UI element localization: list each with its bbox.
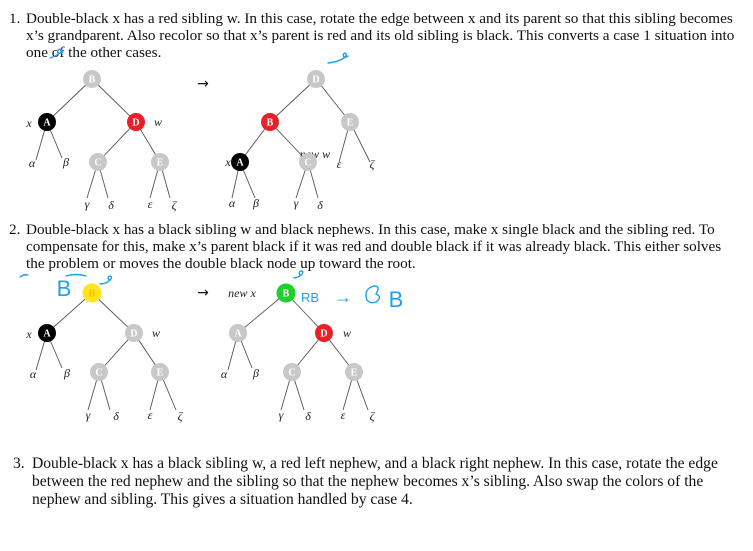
fig2-left-epsilon: ε — [148, 408, 153, 422]
case-1-number: 1. — [9, 10, 21, 27]
case-2-paragraph: 2. Double-black x has a black sibling w … — [9, 221, 737, 272]
figure-1-edges — [35, 78, 371, 199]
fig1-left-gamma: γ — [85, 197, 90, 211]
fig2-right-w-label: w — [343, 326, 351, 340]
fig2-left-beta: β — [63, 366, 70, 380]
fig2-right-node-b: B — [276, 283, 296, 303]
fig2-left-node-e: E — [151, 363, 169, 381]
fig1-right-node-c-label: C — [304, 158, 311, 169]
fig2-right-node-e: E — [345, 363, 363, 381]
fig2-left-node-d-label: D — [130, 329, 137, 340]
fig2-left-zeta: ζ — [178, 409, 184, 423]
fig1-left-node-d: D — [127, 113, 145, 131]
fig1-right-node-e: E — [341, 113, 359, 131]
case-1-text: Double-black x has a red sibling w. In t… — [26, 10, 735, 61]
fig2-left-gamma: γ — [86, 408, 91, 422]
fig1-right-beta: β — [252, 196, 259, 210]
fig1-right-node-d: D — [307, 70, 325, 88]
fig2-left-node-b-label: B — [89, 289, 96, 300]
fig1-left-w-label: w — [154, 115, 162, 129]
fig2-left-node-c: C — [90, 363, 108, 381]
case-2-text: Double-black x has a black sibling w and… — [26, 221, 722, 272]
fig1-left-node-b-label: B — [89, 75, 96, 86]
fig2-left-node-c-label: C — [95, 368, 102, 379]
fig1-left-delta: δ — [108, 198, 114, 212]
case-3-paragraph: 3. Double-black x has a black sibling w,… — [13, 455, 745, 509]
fig1-left-node-a-label: A — [43, 118, 51, 129]
fig2-right-alpha: α — [221, 367, 228, 381]
handwritten-rb: RB — [301, 290, 319, 305]
fig2-left-node-a-label: A — [43, 329, 51, 340]
handwritten-b-left: B — [57, 276, 72, 301]
case-3-text: Double-black x has a black sibling w, a … — [32, 455, 718, 508]
fig2-right-delta: δ — [305, 409, 311, 423]
fig2-right-epsilon: ε — [341, 408, 346, 422]
fig2-right-node-a-label: A — [234, 329, 242, 340]
fig1-left-node-d-label: D — [132, 118, 139, 129]
fig1-left-x-label: x — [25, 116, 32, 130]
fig2-left-node-d: D — [125, 324, 143, 342]
fig1-right-zeta: ζ — [370, 157, 376, 171]
fig1-right-gamma: γ — [294, 196, 299, 210]
fig1-right-node-e-label: E — [347, 118, 354, 129]
fig1-right-node-b: B — [261, 113, 279, 131]
fig2-left-delta: δ — [113, 409, 119, 423]
fig2-right-node-b-label: B — [283, 289, 290, 300]
fig1-transform-arrow: → — [197, 76, 209, 92]
fig2-right-node-d-label: D — [320, 329, 327, 340]
fig1-right-delta: δ — [317, 198, 323, 212]
fig1-right-node-d-label: D — [312, 75, 319, 86]
handwritten-marks — [19, 48, 381, 304]
fig1-right-node-a-label: A — [236, 158, 244, 169]
fig1-right-alpha: α — [229, 196, 236, 210]
case-3-number: 3. — [13, 455, 25, 472]
handwritten-arrow: → — [334, 287, 352, 307]
fig2-right-node-c: C — [283, 363, 301, 381]
fig1-left-node-c: C — [89, 153, 107, 171]
fig1-right-x-label: x — [224, 155, 231, 169]
fig1-right-epsilon: ε — [337, 157, 342, 171]
fig2-right-gamma: γ — [279, 408, 284, 422]
fig1-left-node-c-label: C — [94, 158, 101, 169]
fig1-right-node-b-label: B — [267, 118, 274, 129]
fig1-left-node-a: A — [38, 113, 56, 131]
fig1-left-zeta: ζ — [172, 198, 178, 212]
fig2-left-alpha: α — [30, 367, 37, 381]
figure-2-edges — [35, 292, 369, 411]
fig2-right-zeta: ζ — [370, 409, 376, 423]
fig2-left-node-e-label: E — [157, 368, 164, 379]
fig2-right-node-e-label: E — [351, 368, 358, 379]
fig2-right-node-a: A — [229, 324, 247, 342]
fig2-right-new-x-label: new x — [228, 286, 256, 300]
fig2-left-node-a: A — [38, 324, 56, 342]
case-2-number: 2. — [9, 221, 21, 238]
fig2-transform-arrow: → — [197, 285, 209, 301]
fig1-left-epsilon: ε — [148, 197, 153, 211]
fig2-left-x-label: x — [25, 327, 32, 341]
handwritten-b-right: B — [389, 287, 404, 312]
fig2-right-node-c-label: C — [288, 368, 295, 379]
fig1-left-beta: β — [62, 155, 69, 169]
fig2-left-node-b: B — [82, 283, 102, 303]
fig2-right-node-d: D — [315, 324, 333, 342]
fig2-left-w-label: w — [152, 326, 160, 340]
fig1-right-node-c: C — [299, 153, 317, 171]
fig1-left-node-e: E — [151, 153, 169, 171]
fig1-left-alpha: α — [29, 156, 36, 170]
fig1-right-node-a: A — [231, 153, 249, 171]
case-1-paragraph: 1. Double-black x has a red sibling w. I… — [9, 10, 737, 61]
fig1-left-node-b: B — [83, 70, 101, 88]
fig1-left-node-e-label: E — [157, 158, 164, 169]
fig2-right-beta: β — [252, 366, 259, 380]
